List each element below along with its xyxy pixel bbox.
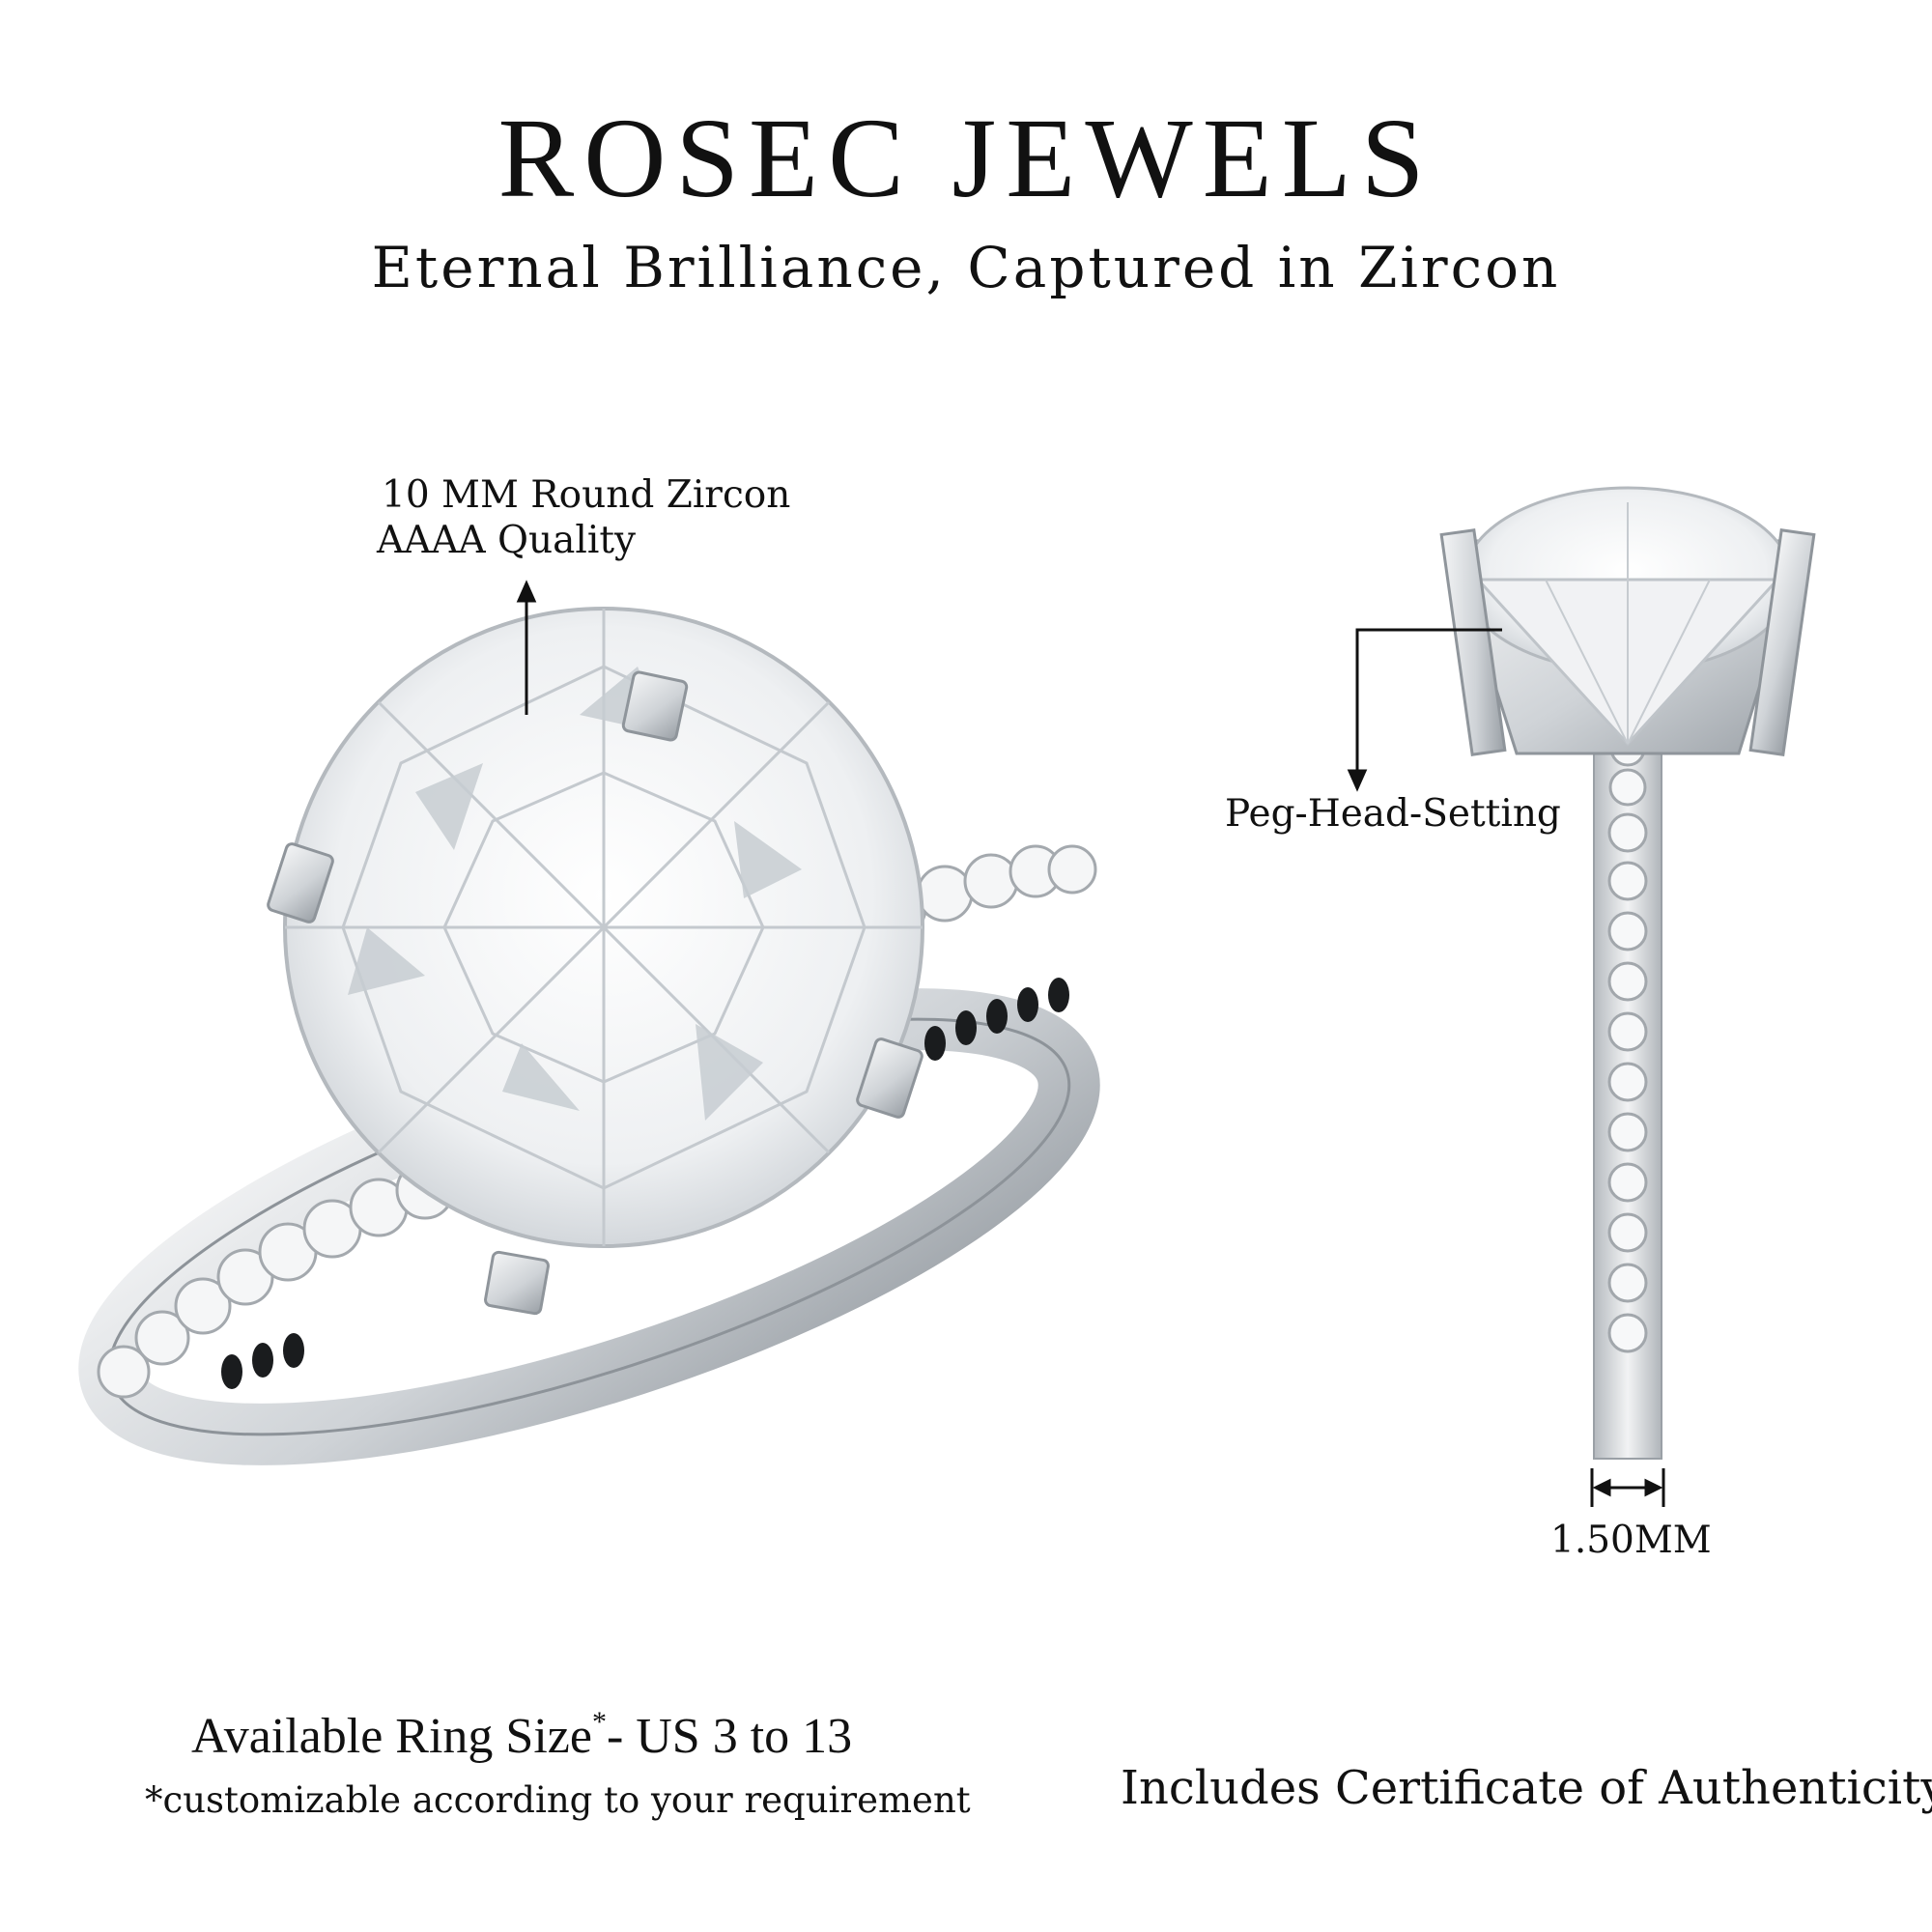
perspective-ring [78, 607, 1100, 1465]
side-profile-ring [1439, 486, 1816, 1460]
ring-size-range: - US 3 to 13 [606, 1709, 853, 1764]
stone-callout-arrow [516, 580, 537, 715]
stone-quality-label: AAAA Quality [377, 519, 637, 562]
customization-note: *customizable according to your requirem… [145, 1779, 971, 1821]
band-width-label: 1.50MM [1550, 1519, 1712, 1562]
stone-size-label: 10 MM Round Zircon [382, 473, 791, 517]
setting-label: Peg-Head-Setting [1225, 792, 1561, 836]
band-width-dimension [1590, 1468, 1665, 1507]
certificate-text: Includes Certificate of Authenticity [1121, 1761, 1932, 1815]
brand-name: ROSEC JEWELS [497, 95, 1435, 221]
ring-size-asterisk: * [591, 1706, 607, 1738]
setting-callout-arrow [1347, 628, 1502, 792]
ring-size-label: Available Ring Size [191, 1709, 592, 1764]
ring-size-text: Available Ring Size*- US 3 to 13 [191, 1708, 852, 1762]
brand-tagline: Eternal Brilliance, Captured in Zircon [371, 235, 1561, 300]
